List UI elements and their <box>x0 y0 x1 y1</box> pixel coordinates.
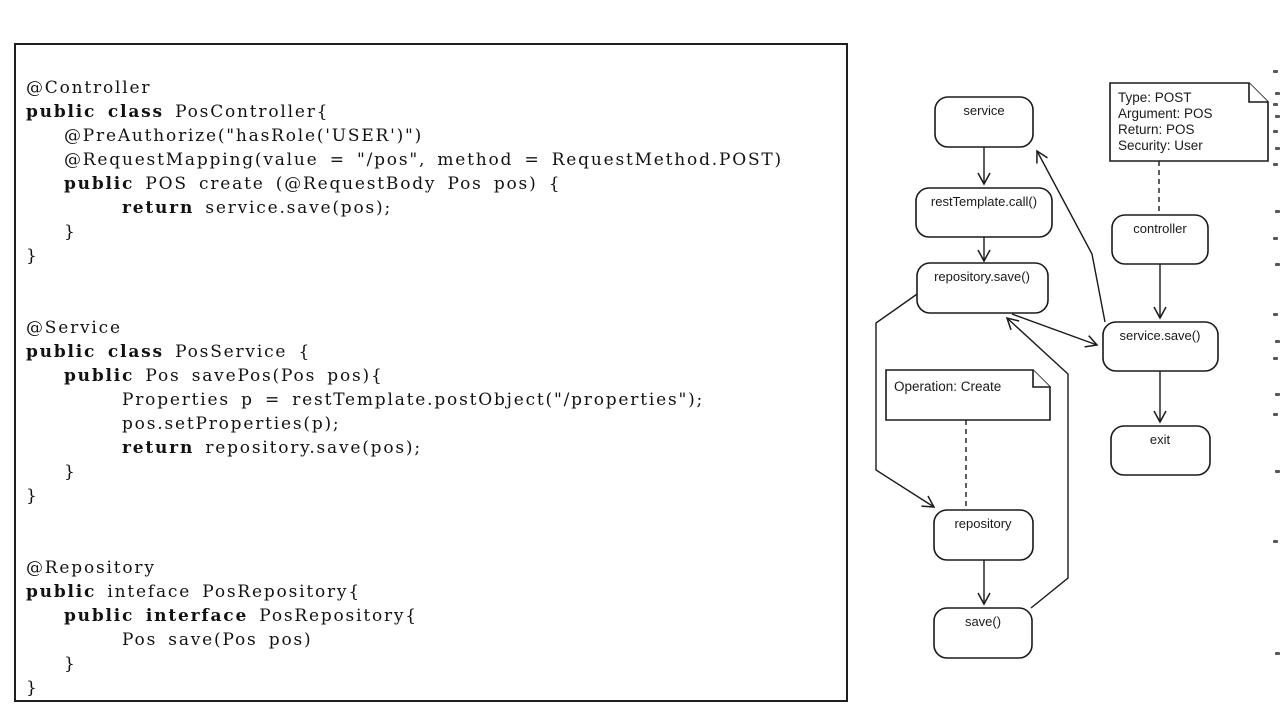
edge-servicesave-to-service <box>1036 149 1106 323</box>
clipped-text-fragment <box>1273 163 1278 166</box>
clipped-text-fragment <box>1273 237 1278 240</box>
note-request-line: Type: POST <box>1118 90 1192 105</box>
node-repository-label: repository <box>954 516 1012 531</box>
clipped-text-fragment <box>1275 470 1280 473</box>
code-line: Pos save(Pos pos) <box>122 630 313 650</box>
clipped-text-fragment <box>1275 210 1280 213</box>
code-line <box>26 532 840 556</box>
node-resttemplate-call-label: restTemplate.call() <box>931 194 1037 209</box>
clipped-text-fragment <box>1273 313 1278 316</box>
edge-save-to-repositorysave <box>1005 316 1069 609</box>
clipped-text-fragment <box>1275 92 1280 95</box>
code-listing: @Controller public class PosController{ @P… <box>26 76 840 700</box>
code-line: public POS create (@RequestBody Pos pos)… <box>64 174 562 194</box>
clipped-text-fragment <box>1273 103 1278 106</box>
edge-repositorysave-to-repository <box>875 291 936 508</box>
code-line: @RequestMapping(value = "/pos", method =… <box>64 150 783 170</box>
node-service-save-label: service.save() <box>1120 328 1201 343</box>
node-exit: exit <box>1110 425 1211 476</box>
code-line: public Pos savePos(Pos pos){ <box>64 366 384 386</box>
code-line: public class PosService { <box>26 342 312 362</box>
code-line: public class PosController{ <box>26 102 330 122</box>
note-request: Type: POST Argument: POS Return: POS Sec… <box>1109 82 1269 162</box>
code-line: } <box>26 678 39 698</box>
code-line: @Controller <box>26 78 152 98</box>
code-line: } <box>64 462 77 482</box>
code-line: } <box>26 486 39 506</box>
code-line: return repository.save(pos); <box>122 438 422 458</box>
clipped-text-fragment <box>1275 147 1280 150</box>
clipped-text-fragment <box>1275 115 1280 118</box>
clipped-text-fragment <box>1275 393 1280 396</box>
code-line: @Service <box>26 318 122 338</box>
node-save-label: save() <box>965 614 1001 629</box>
node-resttemplate-call: restTemplate.call() <box>915 187 1053 238</box>
node-save: save() <box>933 607 1033 659</box>
code-line <box>26 508 840 532</box>
code-line: } <box>64 654 77 674</box>
clipped-text-fragment <box>1273 70 1278 73</box>
note-request-line: Argument: POS <box>1118 106 1213 121</box>
code-line: public inteface PosRepository{ <box>26 582 361 602</box>
node-repository-save-label: repository.save() <box>934 269 1030 284</box>
node-service-save: service.save() <box>1102 321 1219 372</box>
flow-diagram: service restTemplate.call() repository.s… <box>875 82 1269 659</box>
node-controller: controller <box>1111 214 1209 265</box>
clipped-text-fragment <box>1275 652 1280 655</box>
code-panel: @Controller public class PosController{ @P… <box>14 43 848 702</box>
node-repository: repository <box>933 509 1034 561</box>
code-line: return service.save(pos); <box>122 198 393 218</box>
node-service: service <box>934 96 1034 148</box>
note-request-line: Security: User <box>1118 138 1203 153</box>
code-line: pos.setProperties(p); <box>122 414 341 434</box>
code-line: } <box>26 246 39 266</box>
clipped-text-fragment <box>1273 130 1278 133</box>
node-repository-save: repository.save() <box>916 262 1049 314</box>
node-service-label: service <box>963 103 1004 118</box>
code-line: Properties p = restTemplate.postObject("… <box>122 390 705 410</box>
code-line: public interface PosRepository{ <box>64 606 418 626</box>
clipped-text-fragment <box>1273 540 1278 543</box>
code-line: @Repository <box>26 558 156 578</box>
code-line: @PreAuthorize("hasRole('USER')") <box>64 126 424 146</box>
clipped-text-fragment <box>1275 263 1280 266</box>
clipped-text-fragment <box>1275 340 1280 343</box>
code-line <box>26 292 840 316</box>
node-controller-label: controller <box>1133 221 1187 236</box>
note-request-line: Return: POS <box>1118 122 1195 137</box>
note-operation: Operation: Create <box>885 369 1051 421</box>
code-line: } <box>64 222 77 242</box>
clipped-text-fragment <box>1273 357 1278 360</box>
edge-repositorysave-to-servicesave <box>1011 313 1099 348</box>
note-operation-line: Operation: Create <box>894 379 1001 394</box>
code-line <box>26 268 840 292</box>
node-exit-label: exit <box>1150 432 1171 447</box>
clipped-text-fragment <box>1273 413 1278 416</box>
